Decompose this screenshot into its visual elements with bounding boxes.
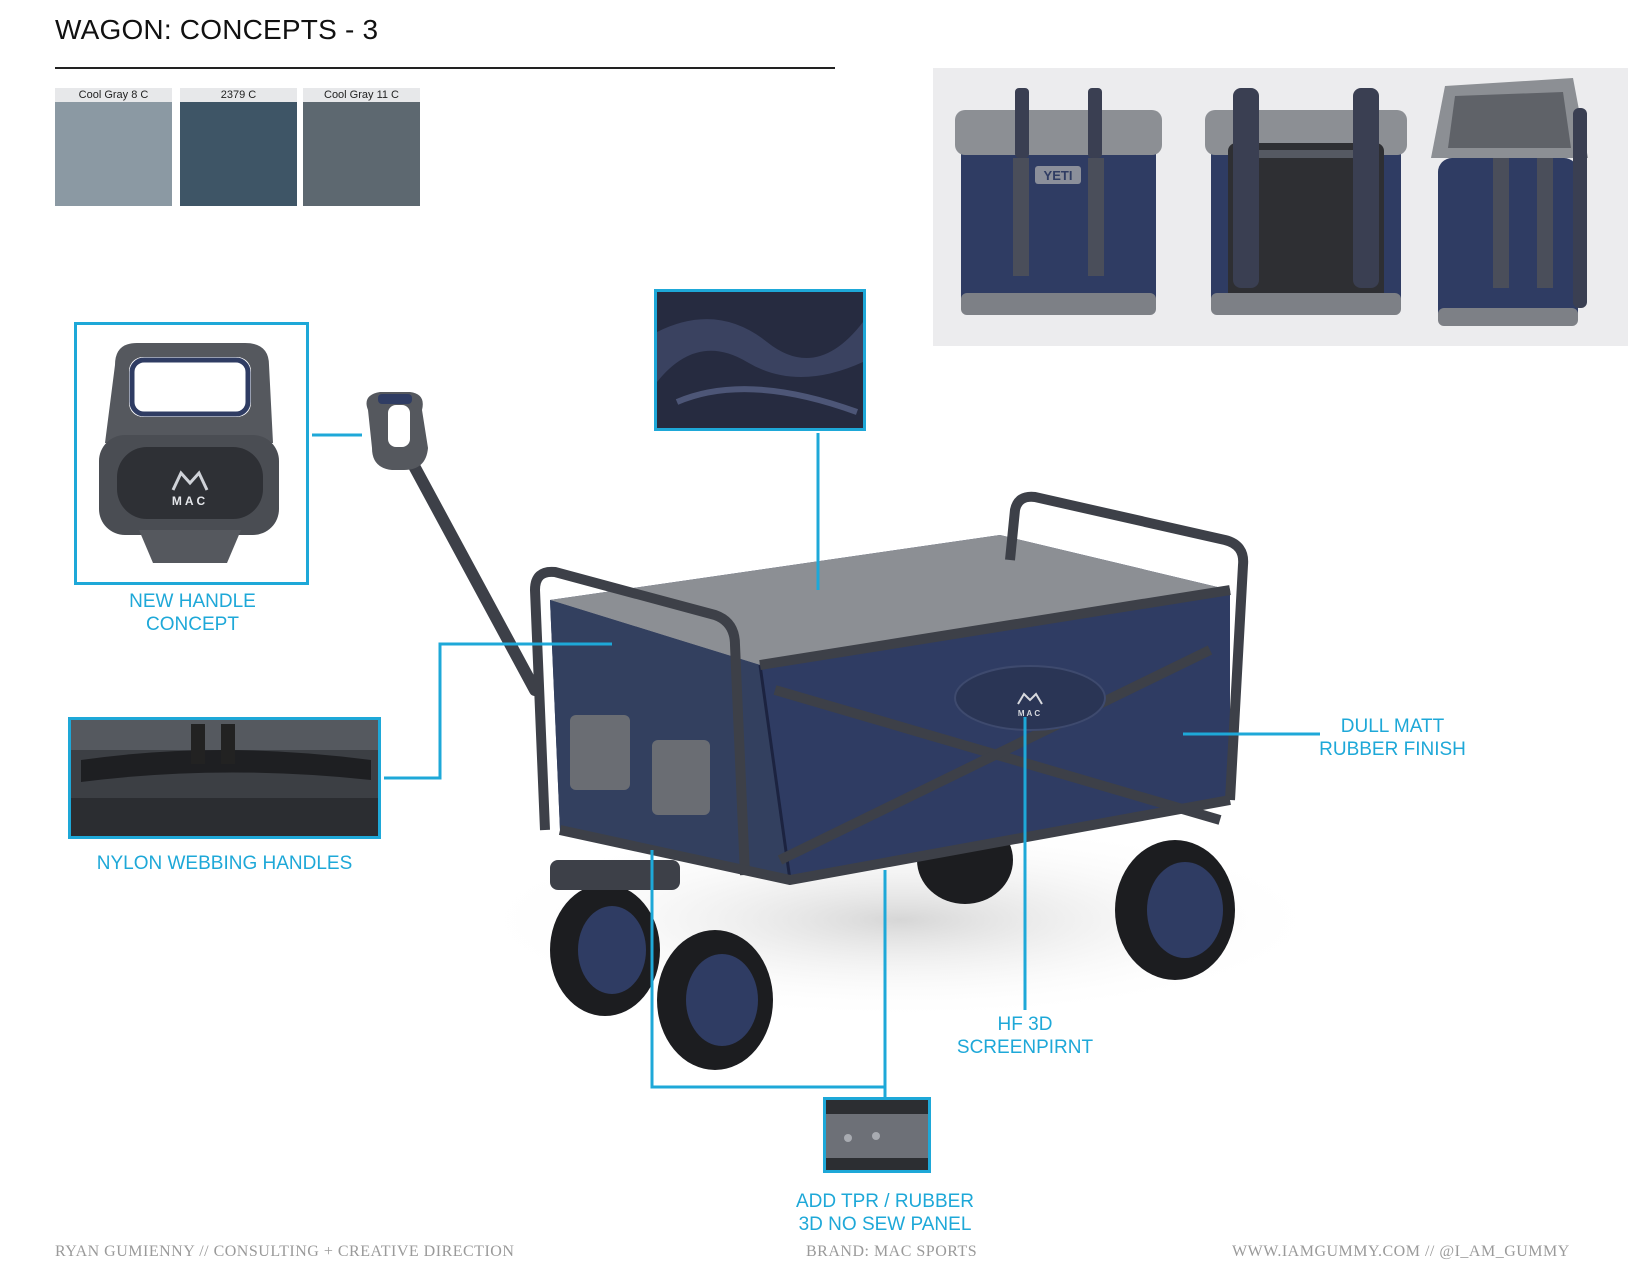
swatch-label: Cool Gray 11 C xyxy=(303,88,420,102)
handle-concept-box: MAC xyxy=(74,322,309,585)
footer-website[interactable]: WWW.IAMGUMMY.COM // @I_AM_GUMMY xyxy=(1232,1243,1570,1260)
swatch-label: Cool Gray 8 C xyxy=(55,88,172,102)
bed-logo-patch: MAC xyxy=(954,665,1106,731)
backpack-illustration: YETI xyxy=(955,78,1588,326)
front-wheels xyxy=(550,860,773,1070)
callout-webbing: NYLON WEBBING HANDLES xyxy=(96,853,353,874)
callout-line: 3D NO SEW PANEL xyxy=(798,1214,972,1235)
backpack-back xyxy=(1205,88,1407,315)
color-swatch-1: Cool Gray 8 C xyxy=(55,88,172,206)
footer-brand: BRAND: MAC SPORTS xyxy=(806,1243,978,1260)
fabric-texture-box xyxy=(654,289,866,431)
backpack-front: YETI xyxy=(955,88,1162,315)
callout-new-handle: NEW HANDLE CONCEPT xyxy=(95,590,290,636)
color-swatch-2: 2379 C xyxy=(180,88,297,206)
callout-line: NEW HANDLE xyxy=(129,591,256,612)
color-swatch-3: Cool Gray 11 C xyxy=(303,88,420,206)
cup-holders xyxy=(570,715,710,815)
callout-line: HF 3D xyxy=(997,1014,1053,1035)
yeti-logo-text: YETI xyxy=(1044,168,1073,183)
webbing-illustration xyxy=(71,720,378,836)
swatch-fill xyxy=(55,102,172,206)
mac-logo-text: MAC xyxy=(172,494,208,508)
footer-credit: RYAN GUMIENNY // CONSULTING + CREATIVE D… xyxy=(55,1243,515,1260)
leader-lines xyxy=(312,433,1320,1097)
callout-line: SCREENPIRNT xyxy=(956,1037,1094,1058)
backpack-side-open xyxy=(1431,78,1588,326)
ground-shadow xyxy=(470,820,1330,1020)
wagon-bed xyxy=(550,535,1231,881)
callout-line: CONCEPT xyxy=(146,614,239,635)
tpr-illustration xyxy=(826,1100,928,1170)
fabric-illustration xyxy=(657,319,863,415)
swatch-fill xyxy=(303,102,420,206)
handle-illustration: MAC xyxy=(99,343,279,563)
callout-finish: DULL MATT RUBBER FINISH xyxy=(1290,715,1495,761)
title-divider xyxy=(55,67,835,69)
callout-line: DULL MATT xyxy=(1340,716,1445,737)
bed-logo-text: MAC xyxy=(1018,709,1042,718)
wagon-frame xyxy=(530,491,1249,885)
callout-tpr: ADD TPR / RUBBER 3D NO SEW PANEL xyxy=(770,1190,1000,1236)
tpr-sample-box xyxy=(823,1097,931,1173)
callout-line: ADD TPR / RUBBER xyxy=(795,1191,975,1212)
pull-handle xyxy=(366,392,541,696)
page-title: WAGON: CONCEPTS - 3 xyxy=(55,14,379,45)
webbing-photo-box xyxy=(68,717,381,839)
rear-wheels xyxy=(917,816,1235,980)
swatch-label: 2379 C xyxy=(180,88,297,102)
callout-line: RUBBER FINISH xyxy=(1319,739,1466,760)
reference-backpack-photos: YETI xyxy=(933,68,1628,346)
callout-screenprint: HF 3D SCREENPIRNT xyxy=(930,1013,1120,1059)
swatch-fill xyxy=(180,102,297,206)
